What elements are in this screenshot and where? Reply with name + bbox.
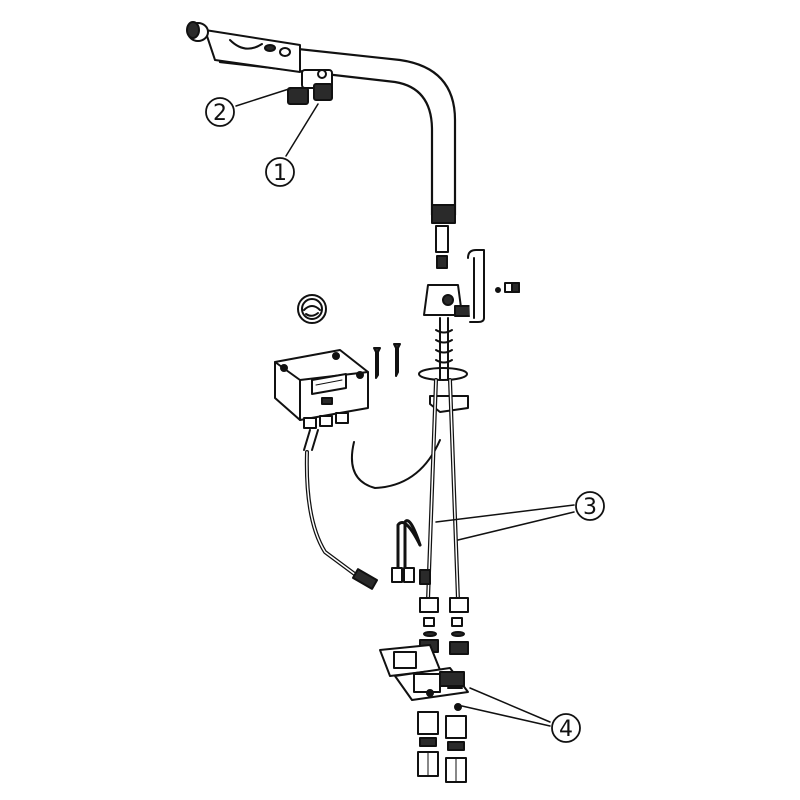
solenoid-valves xyxy=(379,644,469,711)
set-screw xyxy=(495,282,520,293)
wire-harness xyxy=(391,519,431,585)
faucet-spout xyxy=(213,38,457,224)
hose-fittings xyxy=(419,597,469,655)
mounting-collar xyxy=(418,317,469,413)
control-box xyxy=(274,349,369,429)
lever-handle xyxy=(467,249,485,323)
callout-label-2: 2 xyxy=(213,101,227,126)
supply-hoses xyxy=(426,378,460,602)
callout-label-1: 1 xyxy=(273,161,287,186)
control-cables xyxy=(303,429,441,590)
callout-label-3: 3 xyxy=(583,495,597,520)
spray-head xyxy=(186,21,301,73)
spray-cartridges xyxy=(287,69,333,105)
faucet-body xyxy=(423,225,476,317)
compression-fittings xyxy=(417,711,467,783)
callout-label-4: 4 xyxy=(559,717,573,742)
sensor-disc xyxy=(297,294,327,324)
mounting-screws xyxy=(373,343,401,379)
